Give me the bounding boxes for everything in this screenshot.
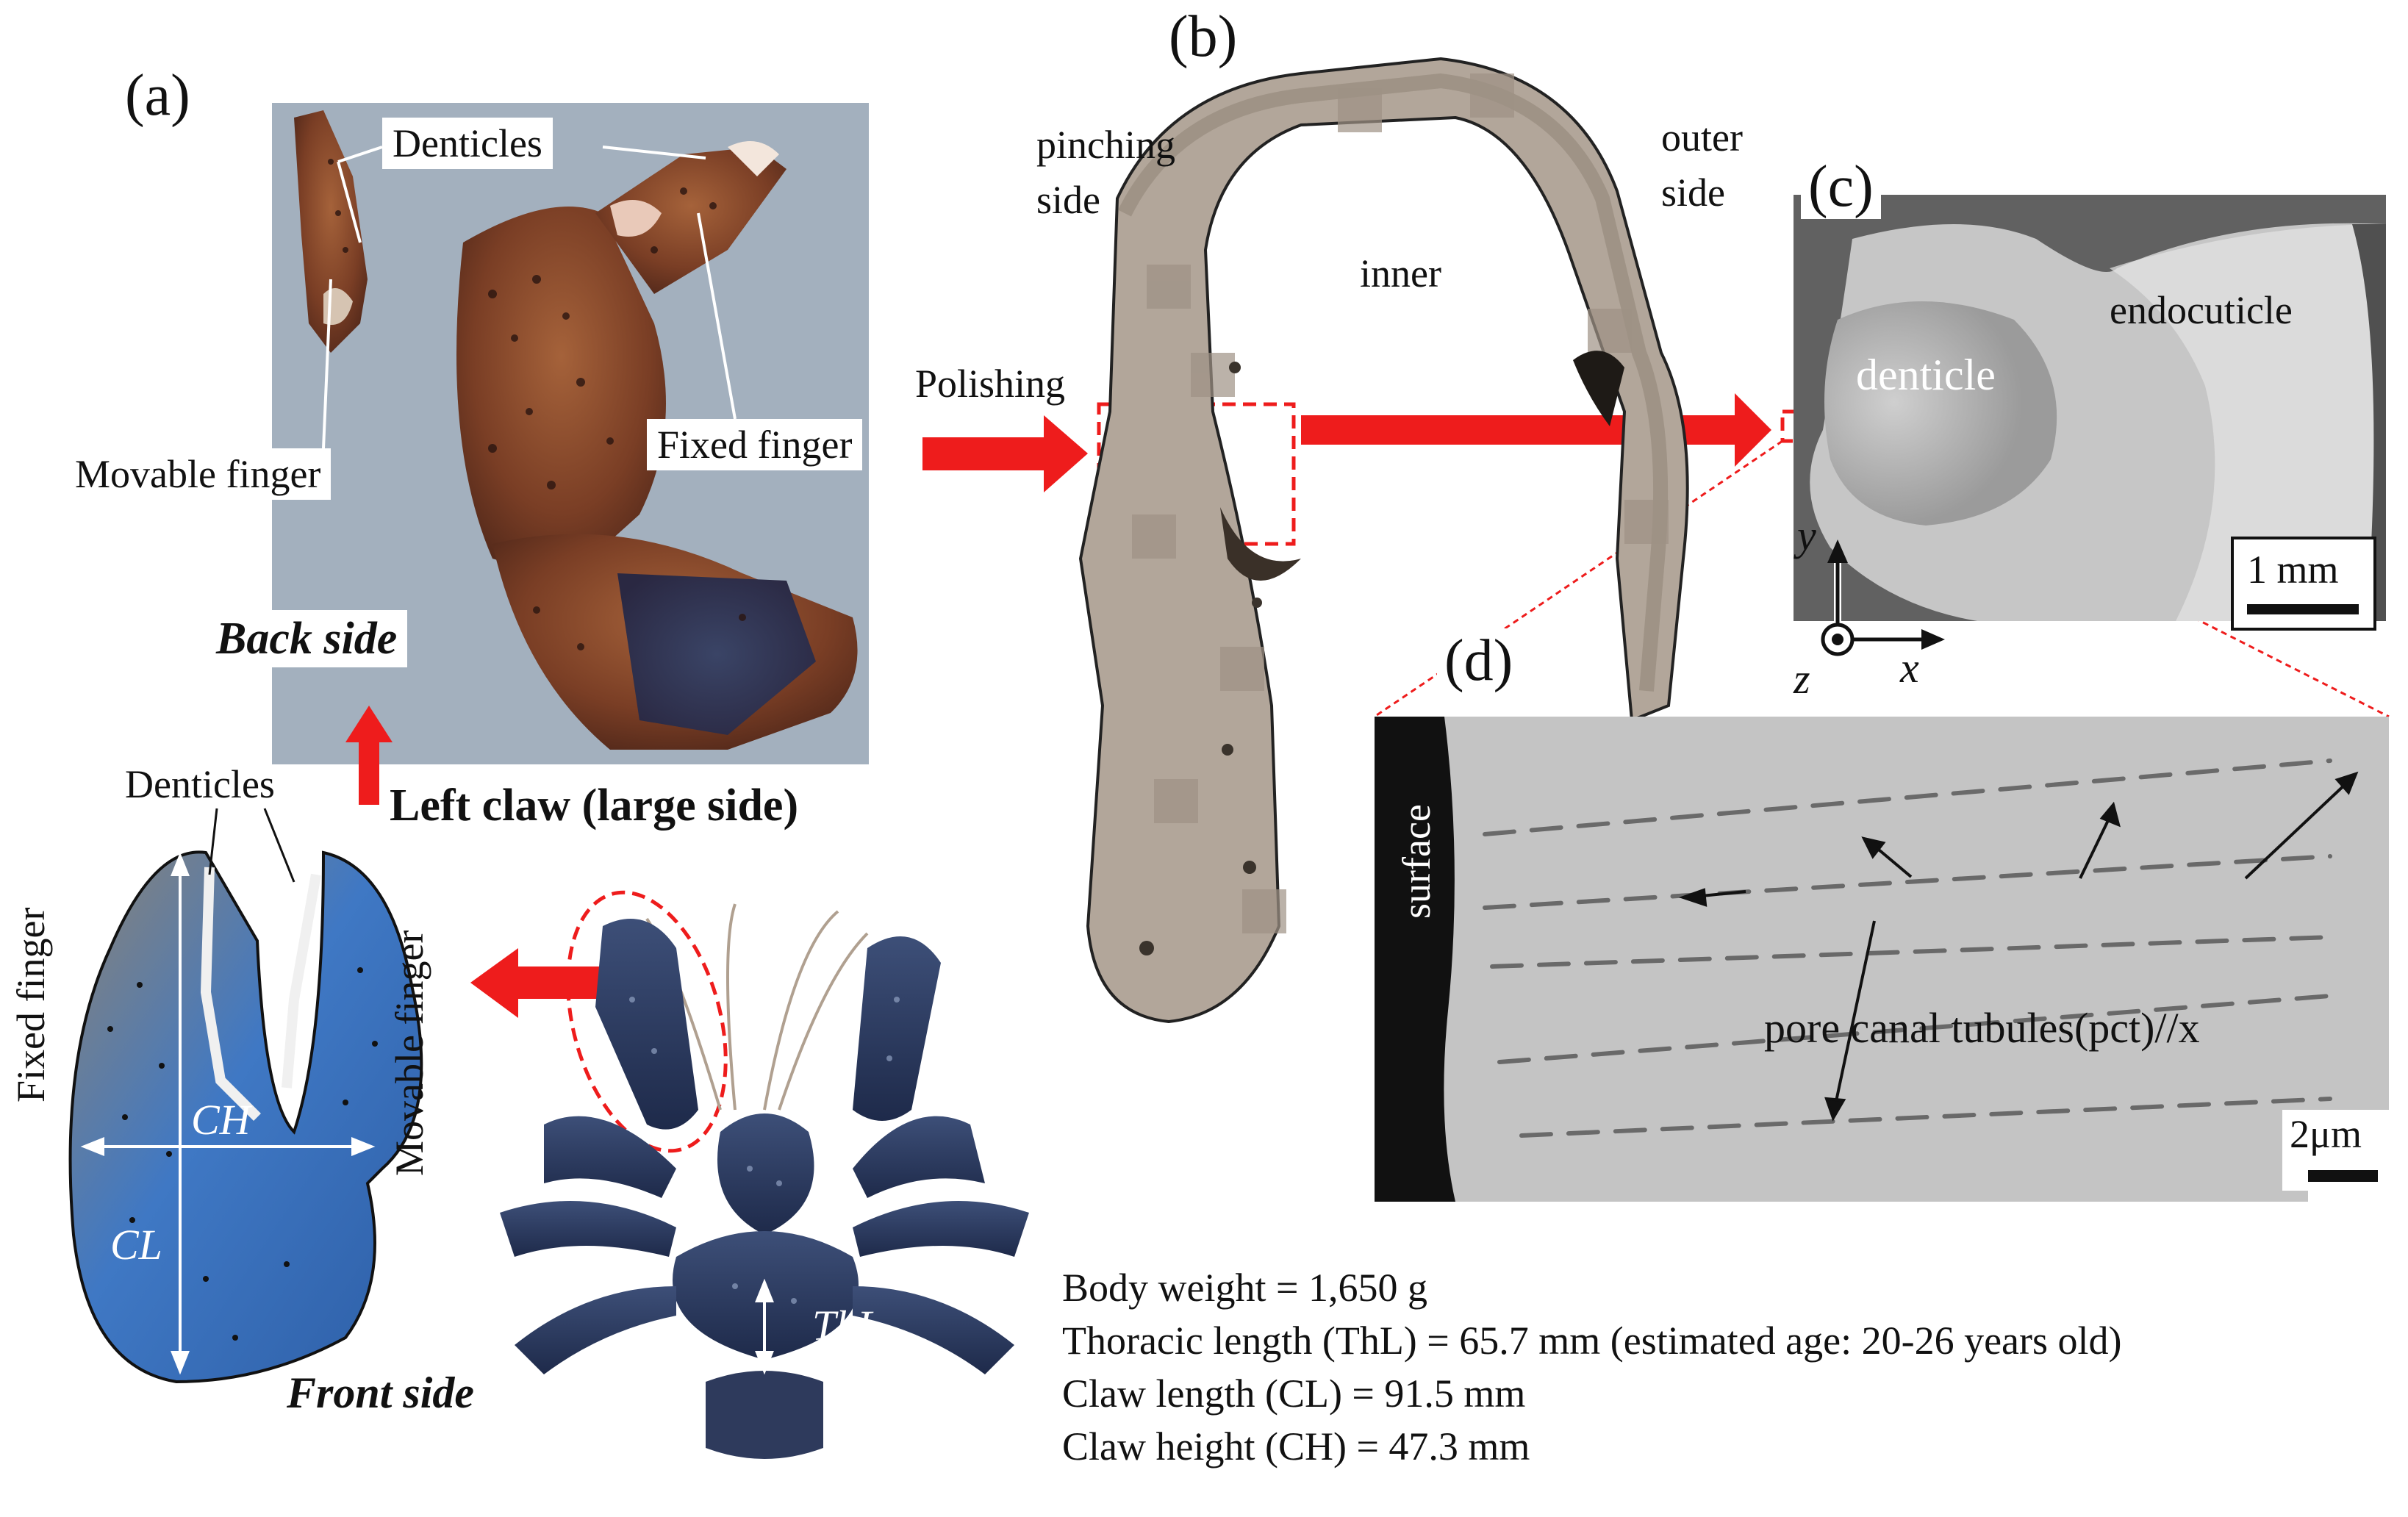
cl-label: CL: [110, 1221, 162, 1269]
panel-a-letter: (a): [125, 63, 190, 128]
thl-label: ThL: [812, 1302, 881, 1349]
sem-detail: [1375, 717, 2389, 1202]
outer-side-label: side: [1661, 171, 1725, 215]
fixed-finger-label: Fixed finger: [647, 419, 863, 470]
scale-bar-d-line: [2308, 1170, 2378, 1182]
scale-bar-c-line: [2247, 604, 2359, 614]
body-weight-text: Body weight = 1,650 g: [1062, 1266, 1427, 1310]
claw-height-text: Claw height (CH) = 47.3 mm: [1062, 1424, 1530, 1468]
back-side-label: Back side: [206, 610, 408, 667]
scale-bar-d-label: 2μm: [2290, 1112, 2362, 1156]
outer-label: outer: [1661, 115, 1743, 159]
scale-bar-c-label: 1 mm: [2247, 548, 2339, 592]
pinching-side-label: side: [1036, 178, 1100, 222]
front-denticles-label: Denticles: [125, 762, 275, 806]
denticle-label: denticle: [1856, 351, 1996, 399]
ch-label: CH: [191, 1096, 251, 1144]
crab-illustration: [500, 903, 1029, 1459]
axis-triad: [1821, 539, 1945, 656]
left-claw-label: Left claw (large side): [390, 781, 799, 831]
axis-y-label: y: [1797, 512, 1816, 559]
scale-bar-c: 1 mm: [2231, 537, 2376, 631]
scale-bar-d: 2μm: [2282, 1110, 2389, 1191]
front-movable-finger-label: Movable finger: [387, 930, 431, 1176]
front-side-label: Front side: [287, 1369, 475, 1417]
panel-d-letter: (d): [1437, 628, 1521, 693]
axis-z-label: z: [1794, 655, 1810, 703]
pct-label: pore canal tubules(pct)//x: [1764, 1004, 2200, 1052]
polished-section: [1078, 57, 1689, 1024]
inner-label: inner: [1360, 251, 1441, 295]
polishing-label: Polishing: [915, 362, 1066, 406]
movable-finger-label: Movable finger: [65, 448, 332, 500]
panel-b-letter: (b): [1169, 4, 1238, 69]
thoracic-length-text: Thoracic length (ThL) = 65.7 mm (estimat…: [1062, 1319, 2122, 1363]
panel-c-letter: (c): [1801, 154, 1881, 219]
claw-front-diagram: [68, 850, 423, 1384]
denticles-label-top: Denticles: [382, 118, 553, 169]
axis-x-label: x: [1900, 644, 1919, 692]
front-fixed-finger-label: Fixed finger: [9, 907, 53, 1102]
claw-length-text: Claw length (CL) = 91.5 mm: [1062, 1371, 1526, 1416]
endocuticle-label: endocuticle: [2110, 288, 2293, 332]
pinching-label: pinching: [1036, 123, 1175, 167]
measurements-block: Body weight = 1,650 g Thoracic length (T…: [1062, 1268, 2122, 1466]
